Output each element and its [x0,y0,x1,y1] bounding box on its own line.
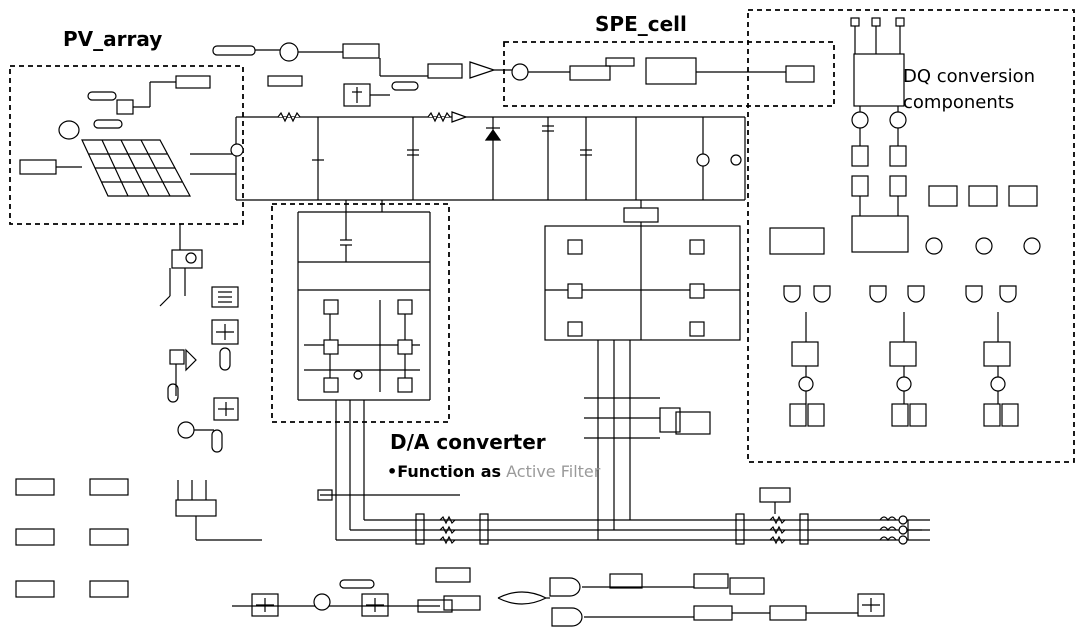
right-inverter-bridge [544,200,741,500]
dc-bus-components [230,111,742,167]
pv-array-panel [81,139,192,197]
bottom-control-chain [232,567,885,627]
pv-control-blocks [19,75,236,175]
function-as-text: Function as [397,462,502,481]
spe-cell-label: SPE_cell [595,12,687,36]
bullet-glyph: • [387,462,398,481]
bottom-left-blocks [15,478,262,598]
pv-array-region [9,65,244,225]
dc-bus [235,116,746,201]
dq-conversion-label-line-1: DQ conversion [903,66,1035,87]
dq-conversion-label-line-2: components [903,92,1015,113]
dq-conversion-blocks [769,17,1041,427]
top-control-chain [212,42,815,107]
active-filter-text: Active Filter [506,462,601,481]
spe-cell-region [503,41,835,107]
active-filter-note: •Function as Active Filter [387,462,600,481]
pv-array-label: PV_array [63,27,163,51]
da-converter-label: D/A converter [390,430,546,454]
dq-conversion-region [747,9,1075,463]
left-control-chain [159,224,239,453]
dq-conversion-label: DQ conversion components [903,64,1035,116]
da-converter-bridge [297,200,431,401]
ac-output-bus [317,400,930,545]
